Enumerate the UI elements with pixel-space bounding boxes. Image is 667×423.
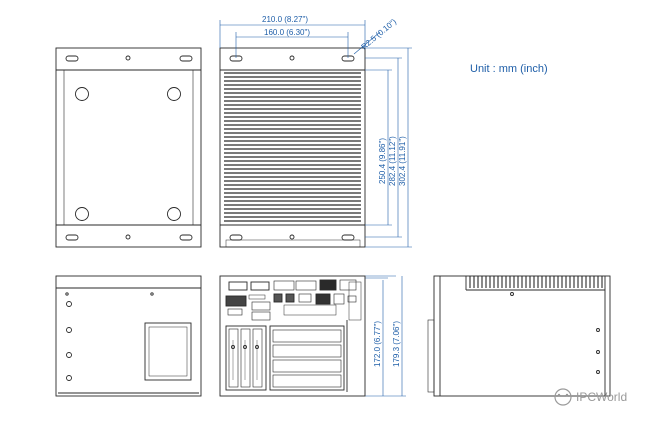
heatsink-fins	[224, 72, 361, 222]
dim-width-holes: 160.0 (6.30")	[264, 28, 310, 37]
front-heatsink-view	[219, 47, 366, 248]
dim-width-overall: 210.0 (8.27")	[262, 15, 308, 24]
dim-depth-overall: 179.3 (7.06")	[392, 321, 401, 367]
watermark-logo-icon	[554, 388, 572, 406]
side-view-left	[55, 275, 202, 397]
watermark-text: IPCWorld	[576, 390, 627, 404]
unit-note: Unit : mm (inch)	[470, 63, 548, 75]
profile-fins	[469, 276, 603, 288]
rear-panel-view	[55, 47, 202, 248]
dim-depth-body: 172.0 (6.77")	[373, 321, 382, 367]
dim-height-overall: 302.4 (11.91")	[398, 136, 407, 186]
dim-height-holes: 282.4 (11.12")	[388, 136, 397, 186]
side-profile-view	[427, 275, 611, 397]
dim-radius: R2.5 (0.10")	[360, 17, 399, 52]
dimension-lines-front	[219, 20, 412, 397]
dim-height-body: 250.4 (9.86")	[378, 138, 387, 184]
watermark: IPCWorld	[554, 388, 627, 406]
io-panel-view	[219, 275, 366, 397]
